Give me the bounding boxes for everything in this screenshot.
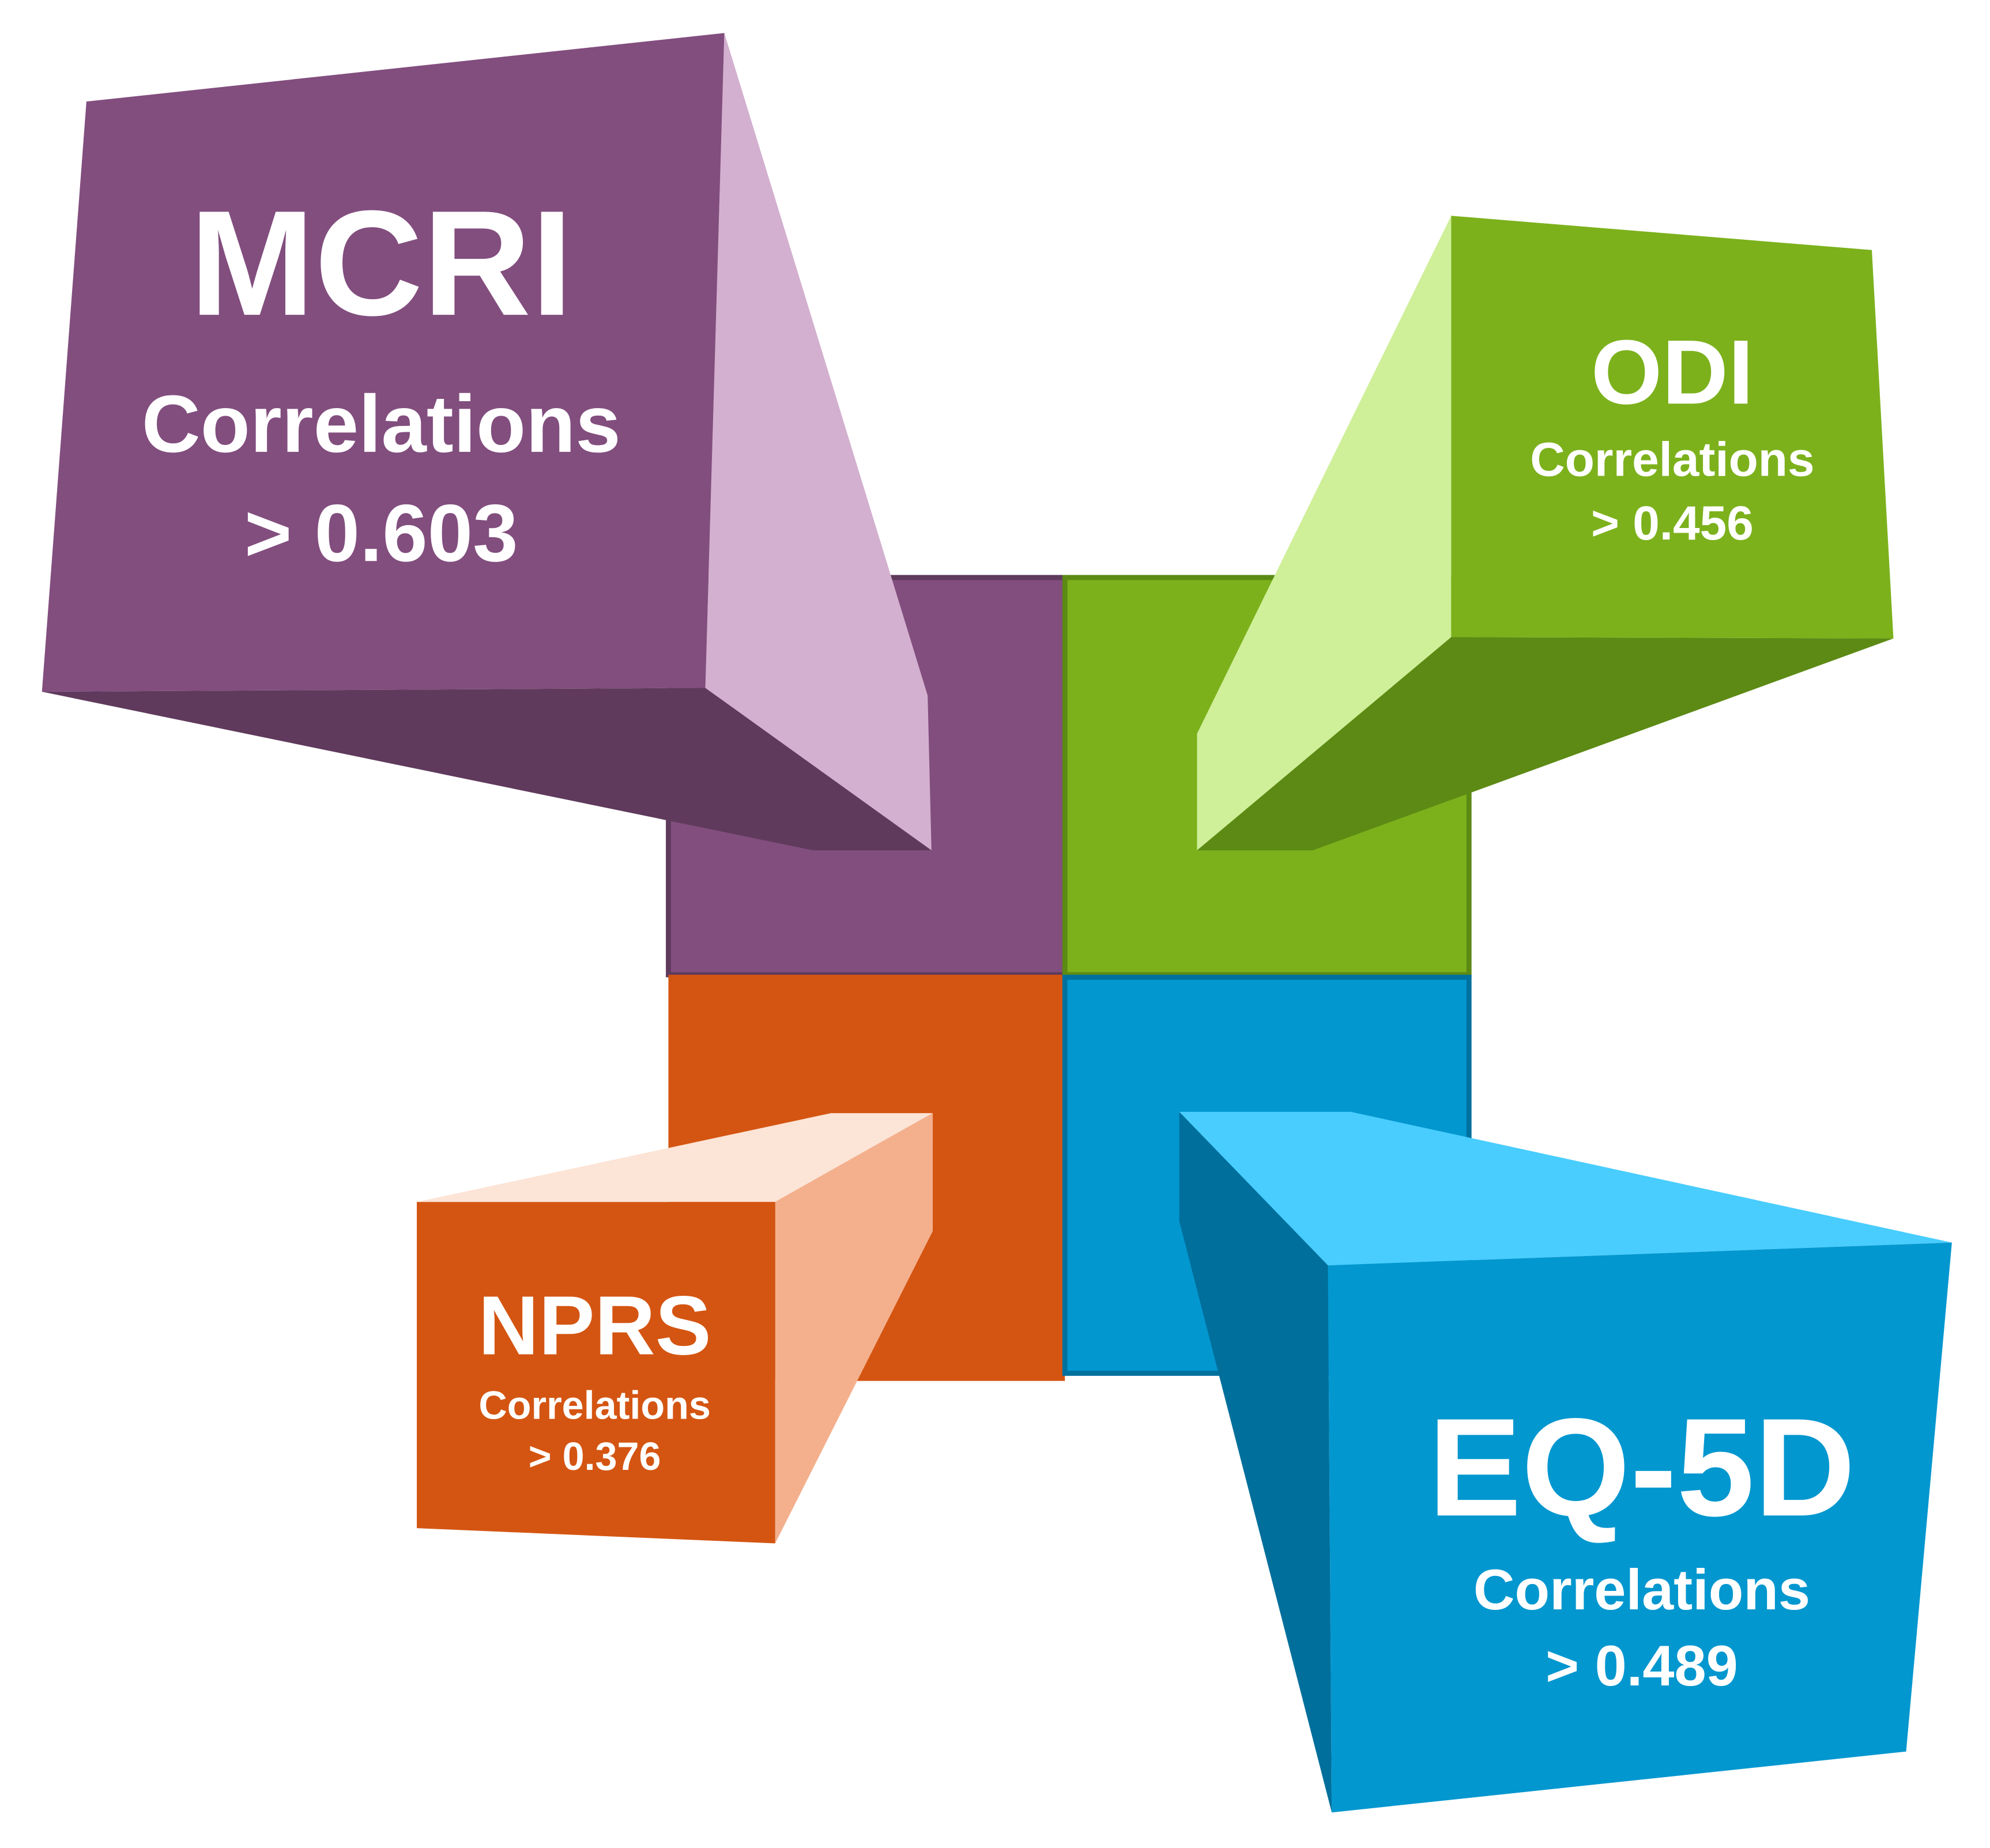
mcri-block-bottom (42, 688, 932, 851)
eq5d-title: EQ-5D (1429, 1390, 1856, 1545)
odi-block: ODI Correlations > 0.456 (1197, 216, 1894, 851)
odi-block-side (1197, 216, 1452, 851)
mcri-block-side (705, 33, 932, 851)
nprs-block: NPRS Correlations > 0.376 (417, 1113, 933, 1544)
eq5d-block-side (1179, 1111, 1332, 1813)
eq5d-subtitle: Correlations (1473, 1558, 1810, 1622)
mcri-block: MCRI Correlations > 0.603 (42, 33, 932, 851)
nprs-block-side (775, 1113, 933, 1544)
mcri-subtitle: Correlations (142, 378, 621, 469)
nprs-subtitle: Correlations (478, 1384, 710, 1428)
odi-subtitle: Correlations (1530, 432, 1814, 486)
odi-title: ODI (1591, 320, 1754, 423)
eq5d-value: > 0.489 (1546, 1634, 1738, 1698)
odi-block-bottom (1197, 637, 1894, 851)
odi-value: > 0.456 (1591, 496, 1754, 550)
nprs-title: NPRS (478, 1278, 711, 1372)
mcri-title: MCRI (190, 180, 573, 347)
nprs-block-front (417, 1202, 775, 1544)
mcri-block-front (42, 33, 725, 692)
nprs-block-top (417, 1113, 933, 1202)
eq5d-block-front (1328, 1242, 1952, 1813)
nprs-value: > 0.376 (529, 1435, 661, 1479)
eq5d-block: EQ-5D Correlations > 0.489 (1179, 1111, 1952, 1813)
eq5d-block-top (1179, 1111, 1952, 1266)
mcri-value: > 0.603 (244, 487, 518, 578)
odi-block-front (1451, 216, 1894, 639)
